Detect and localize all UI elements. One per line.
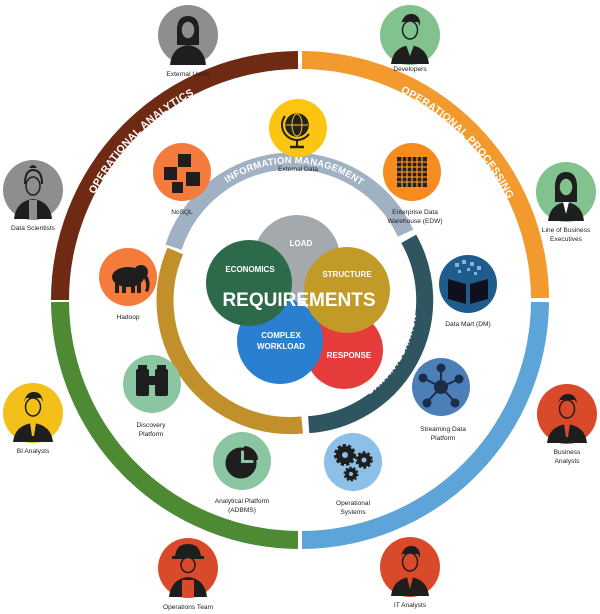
binoculars-icon — [136, 365, 168, 396]
venn-label-load: LOAD — [290, 239, 313, 248]
user-external-users: External Users — [158, 5, 218, 78]
venn-circle-structure — [304, 247, 390, 333]
platform-label-line2: Platform — [431, 435, 456, 442]
core-title: REQUIREMENTS — [222, 290, 375, 311]
venn-label-response: RESPONSE — [327, 351, 372, 360]
platform-label-line2: Warehouse (EDW) — [387, 218, 442, 225]
globe-icon — [281, 113, 310, 149]
platform-edw: Enterprise Data Warehouse (EDW) — [383, 143, 443, 225]
headset-user-icon — [14, 165, 52, 219]
venn-label-economics: ECONOMICS — [225, 265, 275, 274]
user-developers: Developers — [380, 5, 440, 73]
platform-label-line2: Systems — [340, 509, 366, 516]
venn-label-complex: COMPLEX — [261, 331, 301, 340]
elephant-icon — [112, 265, 150, 293]
user-bi-analysts: BI Analysts — [3, 383, 63, 455]
venn-label-structure: STRUCTURE — [322, 270, 372, 279]
platform-label: Hadoop — [116, 314, 139, 321]
user-operations-team: Operations Team — [158, 538, 218, 611]
outer-ring-segment-operational-processing — [301, 51, 549, 299]
female-user-icon — [548, 172, 584, 221]
user-label-line1: Business — [554, 449, 581, 456]
female-user-icon — [170, 16, 206, 65]
user-label: Developers — [393, 66, 427, 73]
user-label-line2: Executives — [550, 236, 583, 243]
user-label: Operations Team — [163, 604, 214, 611]
inner-ring-segment-information-management — [165, 152, 414, 250]
tie-user-icon — [547, 394, 587, 443]
platform-label-line2: Platform — [139, 431, 164, 438]
venn-circle-response — [305, 311, 383, 389]
male-user-icon — [391, 13, 429, 64]
requirements-venn: LOAD ECONOMICS STRUCTURE COMPLEX WORKLOA… — [206, 215, 390, 389]
user-label: External Users — [166, 71, 210, 78]
platform-label-line1: Analytical Platform — [215, 498, 270, 505]
platform-label-line1: Operational — [336, 500, 371, 507]
inner-ring-segment-data-integration — [308, 234, 434, 434]
tie-user-icon — [13, 392, 53, 442]
platform-label: NoSQL — [171, 209, 193, 216]
inner-ring-segment-security — [156, 247, 304, 435]
gears-icon — [334, 444, 373, 482]
user-label-line1: Line of Business — [542, 227, 591, 234]
user-label: IT Analysts — [394, 602, 427, 609]
user-label: BI Analysts — [17, 448, 50, 455]
platform-data-mart: Data Mart (DM) — [439, 255, 497, 328]
platform-hadoop: Hadoop — [99, 248, 157, 321]
hardhat-user-icon — [169, 544, 207, 597]
user-business-analysts: Business Analysts — [537, 384, 597, 465]
book-icon — [448, 260, 488, 304]
platform-discovery: Discovery Platform — [123, 355, 181, 438]
male-user-icon — [391, 545, 429, 596]
outer-ring-segment-exploration — [301, 301, 549, 549]
user-lob-executives: Line of Business Executives — [536, 162, 596, 243]
platform-label-line2: (ADBMS) — [228, 507, 256, 514]
cubes-icon — [164, 154, 200, 193]
venn-circle-economics — [206, 240, 292, 326]
outer-ring-segment-analytics — [51, 301, 299, 549]
platform-label: External Data — [278, 166, 318, 173]
platform-label-line1: Streaming Data — [420, 426, 466, 433]
outer-ring-segment-operational-analytics — [51, 51, 299, 301]
platform-analytical: Analytical Platform (ADBMS) — [213, 432, 271, 514]
user-label: Data Scientists — [11, 225, 56, 232]
platform-label-line1: Discovery — [137, 422, 167, 429]
grid-icon — [397, 157, 427, 187]
platform-operational-systems: Operational Systems — [324, 433, 382, 516]
user-label-line2: Analysts — [555, 458, 581, 465]
platform-external-data: External Data — [269, 99, 327, 173]
pie-chart-icon — [225, 446, 258, 479]
user-data-scientists: Data Scientists — [3, 160, 63, 232]
platform-label: Data Mart (DM) — [445, 321, 490, 328]
network-icon — [418, 363, 464, 408]
platform-nosql: NoSQL — [153, 143, 211, 216]
user-it-analysts: IT Analysts — [380, 537, 440, 609]
platform-label-line1: Enterprise Data — [392, 209, 438, 216]
platform-streaming: Streaming Data Platform — [412, 358, 470, 442]
venn-label-workload: WORKLOAD — [257, 342, 305, 351]
